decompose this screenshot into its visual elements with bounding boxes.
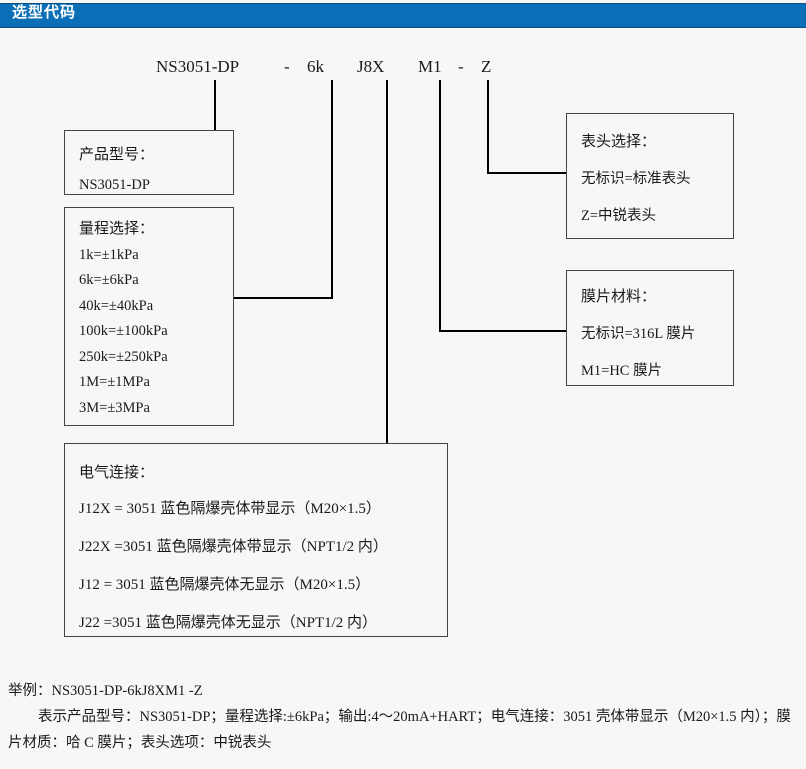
connector-range-horizontal xyxy=(233,297,333,299)
box-electrical-line-3: J22 =3051 蓝色隔爆壳体无显示（NPT1/2 内） xyxy=(79,615,378,631)
code-token-head: Z xyxy=(481,57,492,76)
box-electrical-connection: 电气连接： J12X = 3051 蓝色隔爆壳体带显示（M20×1.5） J22… xyxy=(64,443,448,637)
box-range-line-3: 100k=±100kPa xyxy=(79,323,168,339)
box-electrical-title: 电气连接： xyxy=(79,465,155,481)
connector-head-horizontal xyxy=(487,172,567,174)
box-head-selection: 表头选择： 无标识=标准表头 Z=中锐表头 xyxy=(566,113,734,239)
box-range-line-0: 1k=±1kPa xyxy=(79,246,139,263)
box-electrical-line-1: J22X =3051 蓝色隔爆壳体带显示（NPT1/2 内） xyxy=(79,539,388,555)
box-head-title: 表头选择： xyxy=(581,134,657,150)
box-diaphragm-title: 膜片材料： xyxy=(581,289,657,305)
connector-diaphragm-horizontal xyxy=(439,330,567,332)
page-title: 选型代码 xyxy=(12,3,77,21)
connector-diaphragm-vertical xyxy=(439,80,441,332)
box-range-line-1: 6k=±6kPa xyxy=(79,272,139,288)
box-diaphragm-line-0: 无标识=316L 膜片 xyxy=(581,326,696,342)
code-token-dash-2: - xyxy=(458,57,464,76)
box-range-line-4: 250k=±250kPa xyxy=(79,348,168,365)
box-head-line-1: Z=中锐表头 xyxy=(581,208,657,224)
box-range-title: 量程选择： xyxy=(79,221,155,237)
box-diaphragm-material: 膜片材料： 无标识=316L 膜片 M1=HC 膜片 xyxy=(566,270,734,386)
example-description: 表示产品型号：NS3051-DP；量程选择:±6kPa；输出:4～20mA+HA… xyxy=(8,709,791,751)
box-range-line-5: 1M=±1MPa xyxy=(79,374,150,390)
box-diaphragm-line-1: M1=HC 膜片 xyxy=(581,363,663,379)
box-product-model-title: 产品型号： xyxy=(79,147,155,163)
connector-head-vertical xyxy=(487,80,489,174)
code-token-dash-1: - xyxy=(284,57,290,76)
code-token-range: 6k xyxy=(307,57,324,76)
box-head-line-0: 无标识=标准表头 xyxy=(581,171,691,187)
box-range-selection: 量程选择： 1k=±1kPa 6k=±6kPa 40k=±40kPa 100k=… xyxy=(64,207,234,426)
box-product-model: 产品型号： NS3051-DP xyxy=(64,130,234,195)
example-block: 举例：NS3051-DP-6kJ8XM1 -Z 表示产品型号：NS3051-DP… xyxy=(8,678,804,756)
connector-range-vertical xyxy=(331,80,333,298)
code-token-product: NS3051-DP xyxy=(156,57,240,76)
code-token-diaphragm: M1 xyxy=(418,57,442,76)
box-electrical-line-2: J12 = 3051 蓝色隔爆壳体无显示（M20×1.5） xyxy=(79,577,371,593)
box-range-line-2: 40k=±40kPa xyxy=(79,297,154,314)
example-line-1: 举例：NS3051-DP-6kJ8XM1 -Z xyxy=(8,683,203,699)
box-electrical-line-0: J12X = 3051 蓝色隔爆壳体带显示（M20×1.5） xyxy=(79,501,381,517)
box-product-model-line-0: NS3051-DP xyxy=(79,177,150,193)
connector-product-vertical xyxy=(214,80,216,131)
code-token-electrical: J8X xyxy=(357,57,385,76)
box-range-line-6: 3M=±3MPa xyxy=(79,399,150,416)
connector-electrical-vertical xyxy=(386,80,388,444)
section-header-bar xyxy=(0,3,806,28)
